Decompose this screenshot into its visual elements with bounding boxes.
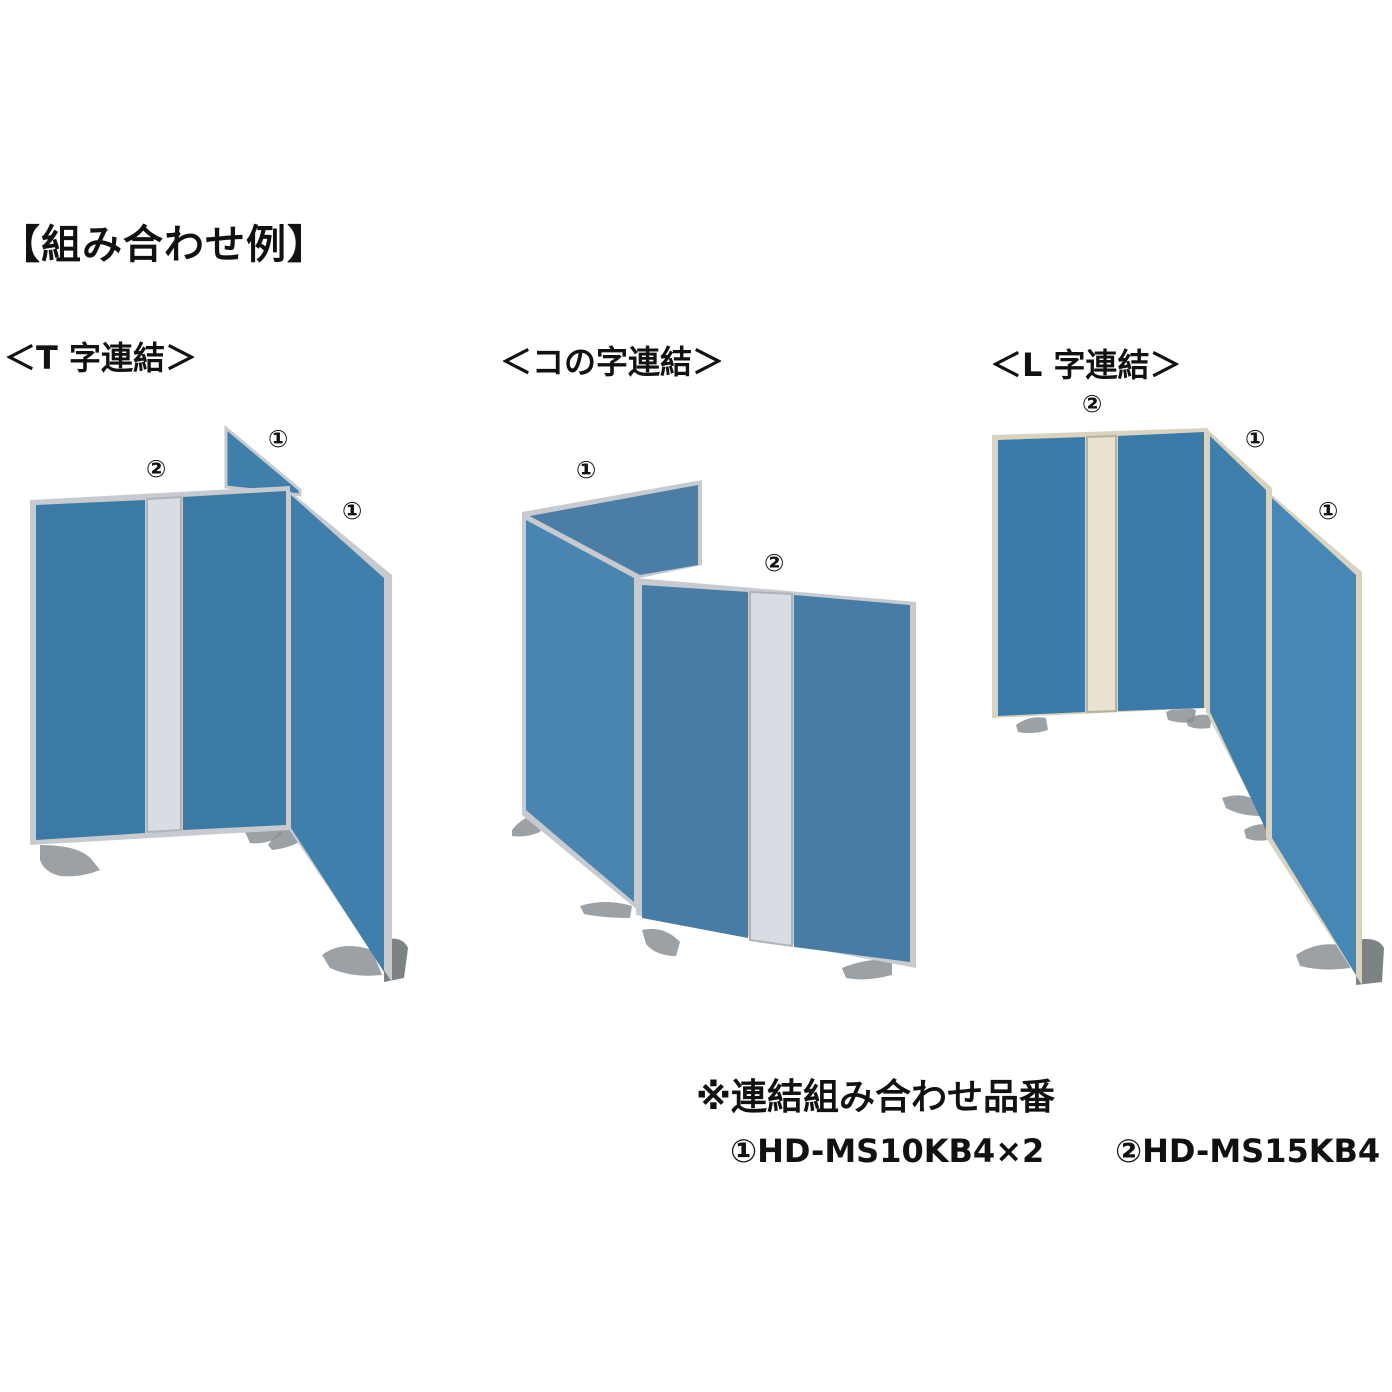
- t-foot-left: [40, 845, 100, 877]
- t-panel-right: [291, 495, 384, 972]
- marker-t-1a: ①: [268, 425, 289, 453]
- l-panel-mid: [1210, 436, 1266, 830]
- t-panel-front-left: [36, 500, 145, 840]
- t-panel-front-right: [183, 491, 286, 830]
- t-panel-back: [224, 424, 302, 497]
- marker-u-2: ②: [764, 549, 785, 577]
- u-junction-group: [512, 480, 916, 980]
- u-panel-back: [530, 485, 698, 575]
- l-foot-6: [1296, 944, 1350, 970]
- u-panel-left: [526, 520, 634, 902]
- l-junction-group: [992, 428, 1384, 985]
- marker-t-1b: ①: [342, 497, 363, 525]
- l-foot-1: [1016, 717, 1048, 734]
- u-foot-4: [842, 959, 892, 980]
- l-junction-label: ＜L 字連結＞: [990, 346, 1182, 384]
- marker-t-2: ②: [146, 455, 167, 483]
- l-panel-back-right: [1118, 432, 1204, 711]
- marker-l-1a: ①: [1245, 425, 1266, 453]
- part-number-note: ※連結組み合わせ品番: [696, 1077, 1055, 1118]
- u-panel-front-left: [642, 585, 748, 938]
- l-foot-7: [1356, 939, 1384, 985]
- marker-l-2: ②: [1082, 390, 1103, 418]
- l-foot-5: [1244, 824, 1272, 841]
- t-foot-right1: [322, 946, 382, 976]
- t-junction-group: [30, 424, 408, 982]
- u-foot-3: [642, 928, 680, 956]
- part-number-2: ②HD-MS15KB4: [1115, 1132, 1381, 1170]
- u-panel-front-window: [749, 590, 793, 948]
- t-junction-label: ＜T 字連結＞: [4, 339, 197, 377]
- l-panel-right: [1272, 498, 1356, 975]
- u-panel-front-right: [794, 595, 910, 962]
- l-panel-back-left: [998, 437, 1085, 716]
- part-number-1: ①HD-MS10KB4×2: [730, 1132, 1045, 1170]
- l-panel-back-window: [1086, 434, 1117, 714]
- l-foot-3: [1186, 714, 1212, 729]
- marker-l-1b: ①: [1318, 497, 1339, 525]
- t-panel-front-window: [146, 495, 182, 834]
- page-title: 【組み合わせ例】: [0, 222, 328, 268]
- u-foot-2: [580, 902, 632, 918]
- marker-u-1a: ①: [576, 456, 597, 484]
- u-junction-label: ＜コの字連結＞: [500, 343, 725, 381]
